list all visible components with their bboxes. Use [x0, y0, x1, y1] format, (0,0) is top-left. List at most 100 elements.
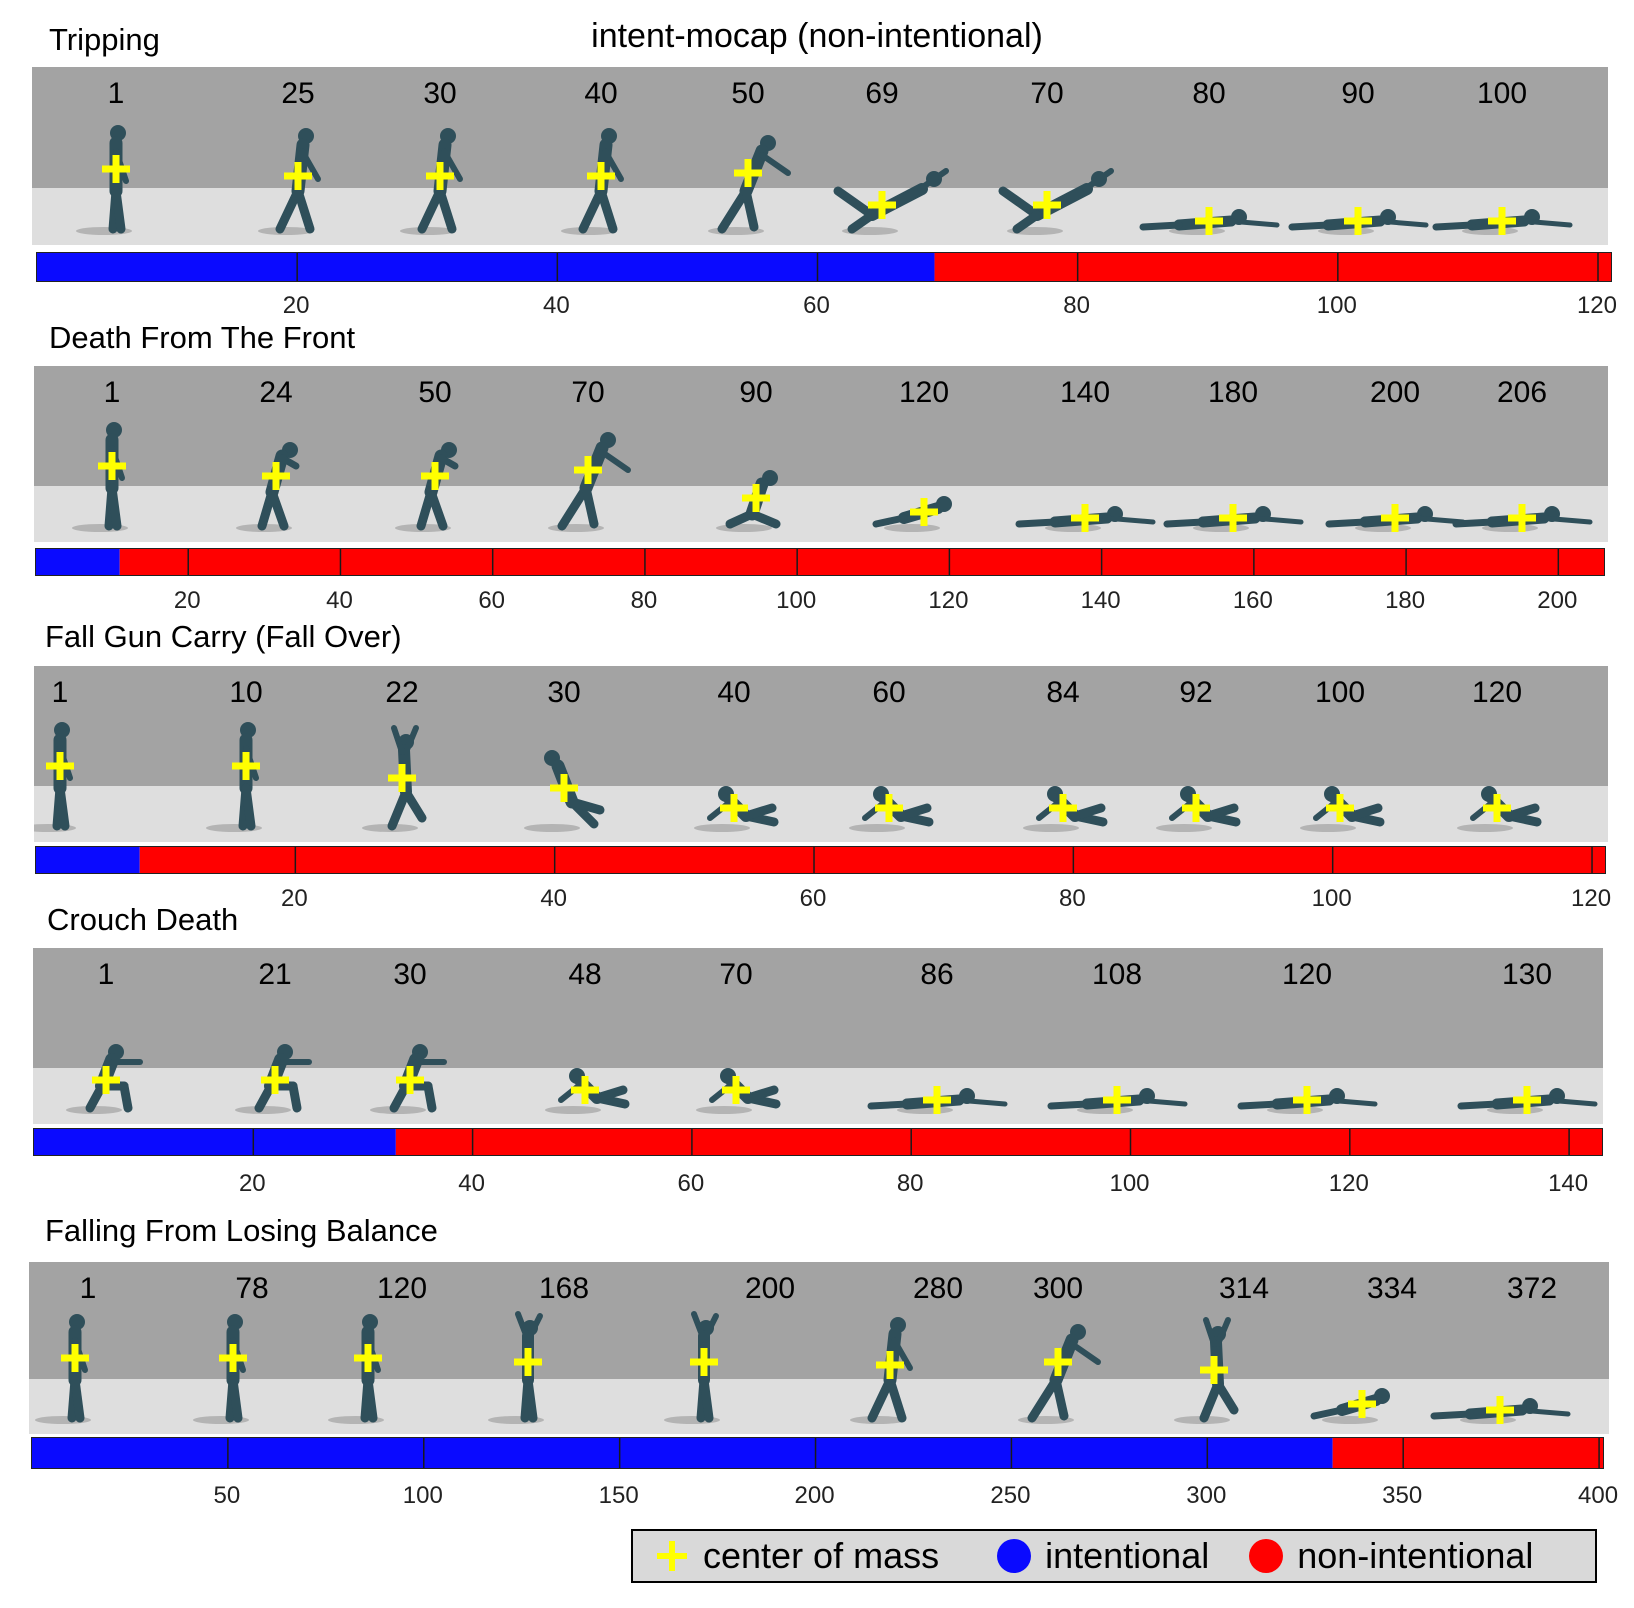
center-of-mass-marker [232, 752, 260, 780]
center-of-mass-marker [219, 1344, 247, 1372]
center-of-mass-marker [571, 1076, 599, 1104]
frame-number-label: 334 [1367, 1272, 1417, 1305]
pose-figure [328, 1314, 384, 1424]
center-of-mass-marker [1195, 207, 1223, 235]
frame-number-label: 206 [1497, 376, 1547, 409]
frame-number-label: 1 [104, 376, 121, 409]
axis-tick-label: 40 [458, 1170, 485, 1197]
axis-tick-label: 100 [402, 1482, 443, 1509]
row-title: Fall Gun Carry (Fall Over) [45, 619, 402, 654]
frame-number-label: 120 [377, 1272, 427, 1305]
frame-number-label: 140 [1060, 376, 1110, 409]
intention-bar [35, 548, 1605, 576]
pose-figure [193, 1314, 249, 1424]
axis-tick-label: 180 [1385, 587, 1426, 614]
frame-number-label: 86 [920, 958, 953, 991]
center-of-mass-marker [720, 794, 748, 822]
frame-number-label: 1 [80, 1272, 97, 1305]
pose-figure [34, 722, 76, 832]
frame-number-label: 180 [1208, 376, 1258, 409]
frame-number-label: 100 [1315, 676, 1365, 709]
center-of-mass-marker [396, 1066, 424, 1094]
pose-figure [206, 722, 262, 832]
legend-com-label: center of mass [703, 1535, 940, 1576]
center-of-mass-marker [426, 162, 454, 190]
axis-tick-label: 20 [282, 292, 310, 319]
center-of-mass-marker [876, 1351, 904, 1379]
blue-dot-icon [997, 1539, 1032, 1573]
row-title: Crouch Death [47, 902, 239, 937]
pose-figure [72, 422, 128, 532]
legend-item-non-intentional: non-intentional [1249, 1536, 1533, 1576]
center-of-mass-marker [1513, 1086, 1541, 1114]
row-title: Tripping [49, 22, 160, 57]
frame-number-label: 200 [1370, 376, 1420, 409]
frame-number-label: 120 [899, 376, 949, 409]
frame-number-label: 80 [1192, 77, 1225, 110]
center-of-mass-marker [514, 1348, 542, 1376]
center-of-mass-marker [354, 1344, 382, 1372]
frame-number-label: 30 [423, 77, 456, 110]
pose-figure [236, 442, 300, 532]
axis-tick-label: 60 [799, 885, 827, 912]
center-of-mass-marker [102, 155, 130, 183]
axis-tick-label: 100 [776, 587, 817, 614]
frame-number-label: 60 [872, 676, 905, 709]
center-of-mass-marker [734, 159, 762, 187]
axis-tick-label: 200 [794, 1482, 835, 1509]
center-of-mass-marker [550, 774, 578, 802]
center-of-mass-marker [1344, 207, 1372, 235]
pose-figure [400, 128, 463, 235]
row-title: Death From The Front [49, 320, 356, 355]
center-of-mass-marker [1293, 1086, 1321, 1114]
frame-number-label: 130 [1502, 958, 1552, 991]
frame-number-label: 50 [731, 77, 764, 110]
pose-figure [850, 1317, 913, 1424]
axis-tick-label: 40 [326, 587, 353, 614]
center-of-mass-marker [1348, 1390, 1376, 1418]
frame-number-label: 48 [568, 958, 601, 991]
frame-number-label: 108 [1092, 958, 1142, 991]
axis-tick-label: 100 [1311, 885, 1352, 912]
axis-tick-label: 20 [280, 885, 308, 912]
pose-figure [395, 442, 459, 532]
center-of-mass-marker [46, 752, 74, 780]
center-of-mass-marker [875, 794, 903, 822]
center-of-mass-marker [262, 462, 290, 490]
center-of-mass-marker [1071, 504, 1099, 532]
non-intentional-segment [139, 847, 1605, 873]
center-of-mass-marker [61, 1344, 89, 1372]
axis-tick-label: 50 [213, 1482, 241, 1509]
frame-number-label: 168 [539, 1272, 589, 1305]
center-of-mass-marker [1033, 191, 1061, 219]
center-of-mass-marker [1182, 794, 1210, 822]
pose-figure [488, 1311, 544, 1424]
center-of-mass-marker [1326, 794, 1354, 822]
non-intentional-segment [1332, 1438, 1603, 1468]
axis-tick-label: 40 [542, 292, 570, 319]
frame-number-label: 90 [739, 376, 772, 409]
pose-figure [561, 128, 624, 235]
intention-bar [31, 1437, 1604, 1469]
frame-number-label: 90 [1341, 77, 1374, 110]
non-intentional-segment [934, 253, 1611, 281]
pose-figure [76, 125, 132, 235]
center-of-mass-marker [868, 191, 896, 219]
frame-number-label: 300 [1033, 1272, 1083, 1305]
frame-number-label: 40 [717, 676, 750, 709]
legend: center of mass intentional non-intention… [631, 1529, 1597, 1583]
legend-item-com: center of mass [655, 1536, 939, 1576]
axis-tick-label: 100 [1316, 292, 1357, 319]
frame-number-label: 22 [385, 676, 418, 709]
pose-figure [258, 128, 321, 235]
center-of-mass-marker [1200, 1356, 1228, 1384]
pose-figure [664, 1311, 720, 1424]
frame-number-label: 24 [259, 376, 292, 409]
frame-number-label: 314 [1219, 1272, 1269, 1305]
